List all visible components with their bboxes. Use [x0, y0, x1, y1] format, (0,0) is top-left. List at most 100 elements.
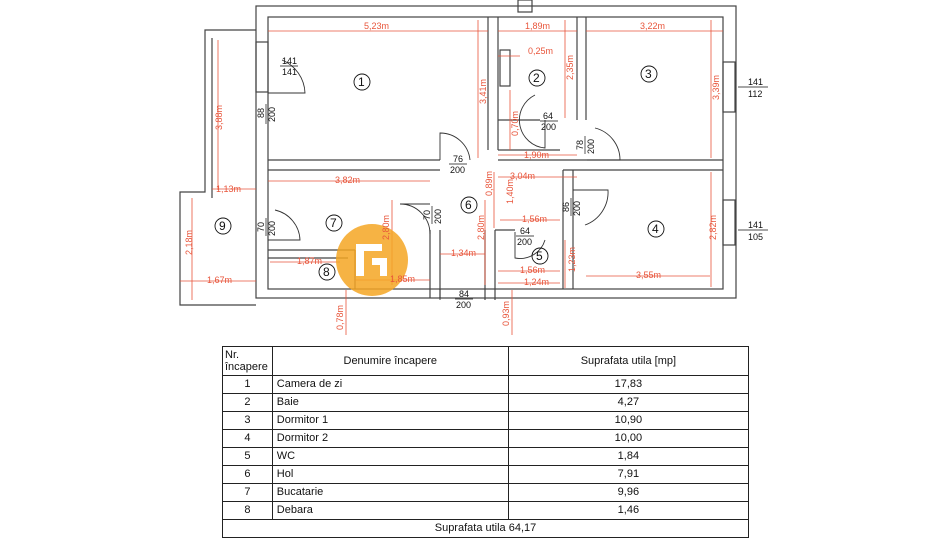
door-label-height: 200 — [450, 165, 465, 175]
window-label-top: 141 — [748, 77, 763, 87]
cell-name: Debara — [271, 501, 509, 520]
door-label-height: 200 — [517, 237, 532, 247]
table-row: 2 Baie 4,27 — [222, 393, 750, 412]
cell-nr: 6 — [222, 465, 273, 484]
dim-187: 1,87m — [297, 256, 322, 266]
dim-156b: 1,56m — [520, 265, 545, 275]
door-swings — [268, 59, 621, 300]
dim-189: 1,89m — [525, 21, 550, 31]
cell-nr: 3 — [222, 411, 273, 430]
dim-167: 1,67m — [207, 275, 232, 285]
cell-area: 17,83 — [507, 375, 750, 394]
door-label-height: 200 — [541, 122, 556, 132]
door-label-height: 200 — [456, 300, 471, 310]
cell-nr: 8 — [222, 501, 273, 520]
window-label-bottom: 112 — [748, 89, 762, 99]
room-number: 6 — [465, 198, 472, 212]
opening-labels: 141 141 141 112 141 105 88 200 64 200 78… — [256, 56, 768, 310]
table-header-row: Nr. încapere Denumire încapere Suprafata… — [222, 346, 750, 376]
dim-523: 5,23m — [364, 21, 389, 31]
total-area: Suprafata utila 64,17 — [222, 519, 749, 538]
table-row: 8 Debara 1,46 — [222, 501, 750, 520]
room-number: 2 — [533, 71, 540, 85]
room-number: 1 — [358, 75, 365, 89]
cell-area: 7,91 — [507, 465, 750, 484]
dim-282: 2,82m — [708, 215, 718, 240]
door-label-width: 70 — [422, 210, 432, 220]
dim-341: 3,41m — [478, 79, 488, 104]
dim-382: 3,82m — [335, 175, 360, 185]
cell-name: Baie — [271, 393, 509, 412]
room-number: 5 — [536, 249, 543, 263]
dim-089: 0,89m — [484, 171, 494, 196]
floor-plan: 5,23m 1,89m 3,22m 0,25m 2,35m 3,41m 3,39… — [179, 0, 768, 335]
dim-355: 3,55m — [636, 270, 661, 280]
cell-name: Camera de zi — [271, 375, 509, 394]
cell-area: 1,46 — [507, 501, 750, 520]
cell-name: WC — [271, 447, 509, 466]
room-number: 9 — [219, 219, 226, 233]
dim-280a: 2,80m — [381, 215, 391, 240]
column-header-area: Suprafata utila [mp] — [507, 346, 750, 376]
column-header-nr: Nr. încapere — [222, 346, 273, 376]
door-label-width: 70 — [256, 222, 266, 232]
door-label-height: 200 — [267, 107, 277, 122]
dimension-lines — [180, 20, 723, 335]
cell-nr: 4 — [222, 429, 273, 448]
cell-area: 4,27 — [507, 393, 750, 412]
dim-218: 2,18m — [184, 230, 194, 255]
door-label-width: 64 — [520, 226, 530, 236]
dim-190: 1,90m — [524, 150, 549, 160]
window-label-top: 141 — [748, 220, 763, 230]
dim-304: 3,04m — [510, 171, 535, 181]
window-label-bottom: 105 — [748, 232, 763, 242]
door-label-height: 200 — [433, 209, 443, 224]
cell-area: 10,90 — [507, 411, 750, 430]
dim-113: 1,13m — [216, 184, 241, 194]
dim-235: 2,35m — [565, 55, 575, 80]
door-label-width: 78 — [575, 140, 585, 150]
room-number: 3 — [645, 67, 652, 81]
cell-nr: 5 — [222, 447, 273, 466]
dim-140: 1,40m — [505, 179, 515, 204]
column-header-name: Denumire încapere — [271, 346, 509, 376]
room-numbers: 1 2 3 4 5 6 7 8 9 — [214, 65, 665, 281]
dimension-labels: 5,23m 1,89m 3,22m 0,25m 2,35m 3,41m 3,39… — [184, 21, 721, 330]
door-label-height: 200 — [572, 201, 582, 216]
table-row: 6 Hol 7,91 — [222, 465, 750, 484]
table-row: 7 Bucatarie 9,96 — [222, 483, 750, 502]
cell-name: Dormitor 2 — [271, 429, 509, 448]
dim-025: 0,25m — [528, 46, 553, 56]
cell-nr: 7 — [222, 483, 273, 502]
cell-area: 10,00 — [507, 429, 750, 448]
cell-name: Bucatarie — [271, 483, 509, 502]
cell-name: Hol — [271, 465, 509, 484]
door-label-height: 200 — [267, 221, 277, 236]
watermark-logo — [336, 224, 408, 296]
cell-nr: 2 — [222, 393, 273, 412]
room-number: 7 — [330, 216, 337, 230]
dim-093: 0,93m — [501, 301, 511, 326]
dim-322: 3,22m — [640, 21, 665, 31]
door-label-width: 76 — [453, 154, 463, 164]
room-number: 8 — [323, 265, 330, 279]
dim-134: 1,34m — [451, 248, 476, 258]
dim-156a: 1,56m — [522, 214, 547, 224]
dim-185: 1,85m — [390, 274, 415, 284]
door-label-width: 86 — [561, 202, 571, 212]
dim-339: 3,39m — [711, 75, 721, 100]
table-row: 4 Dormitor 2 10,00 — [222, 429, 750, 448]
dim-123: 1,23m — [567, 247, 577, 272]
cell-area: 1,84 — [507, 447, 750, 466]
table-row: 3 Dormitor 1 10,90 — [222, 411, 750, 430]
dim-078: 0,78m — [335, 305, 345, 330]
dim-388: 3,88m — [214, 105, 224, 130]
dim-124: 1,24m — [524, 277, 549, 287]
dim-280b: 2,80m — [476, 215, 486, 240]
window-label-top: 141 — [282, 56, 297, 66]
room-number: 4 — [652, 222, 659, 236]
table-total-row: Suprafata utila 64,17 — [222, 519, 749, 538]
cell-name: Dormitor 1 — [271, 411, 509, 430]
window-label-bottom: 141 — [282, 67, 297, 77]
dim-070: 0,70m — [510, 111, 520, 136]
